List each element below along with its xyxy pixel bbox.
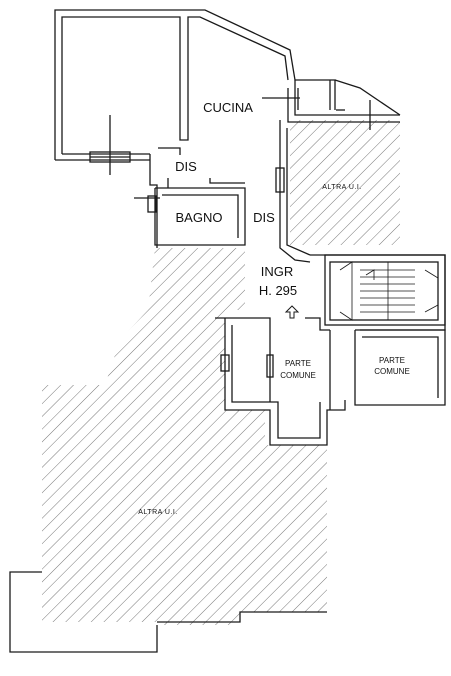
- wall-entrance-left: [215, 317, 271, 325]
- wall-bagno-inner: [162, 194, 239, 238]
- label-bagno: BAGNO: [176, 210, 223, 225]
- staircase-icon: [339, 261, 439, 321]
- label-altra-ui-top: ALTRA U.I.: [322, 184, 362, 191]
- label-height: H. 295: [259, 283, 297, 298]
- up-arrow-icon: [284, 305, 300, 319]
- corridor-window: [275, 167, 285, 193]
- label-parte-comune-1a: PARTE: [285, 359, 311, 368]
- wall-bottom-left: [9, 571, 158, 653]
- wall-pc1-outer: [224, 318, 346, 446]
- wall-bagno: [154, 187, 246, 246]
- wall-corridor-right: [279, 120, 311, 263]
- wall-pc2-inner: [362, 336, 439, 398]
- other-unit-top-right: [290, 120, 400, 245]
- wall-kitchen-right: [294, 80, 400, 116]
- wall-dis-mid: [209, 178, 245, 184]
- label-parte-comune-2b: COMUNE: [374, 367, 410, 376]
- label-dis-side: DIS: [253, 210, 275, 225]
- wall-dis-top: [158, 147, 181, 155]
- bagno-door: [147, 195, 157, 213]
- other-unit-bottom: [42, 248, 327, 625]
- wall-pc1-inner: [231, 325, 321, 439]
- wall-dis-left: [149, 154, 158, 248]
- wall-pc2: [354, 329, 446, 406]
- label-parte-comune-1b: COMUNE: [280, 371, 316, 380]
- label-parte-comune-2a: PARTE: [379, 356, 405, 365]
- wall-entrance-right: [305, 317, 330, 331]
- label-ingr: INGR: [261, 264, 294, 279]
- room-labels: CUCINA DIS BAGNO DIS INGR H. 295 PARTE C…: [138, 100, 410, 516]
- wall-outer-top-inner: [61, 16, 289, 154]
- hatched-other-units: [42, 120, 400, 625]
- wall-bottom-edge: [157, 611, 327, 623]
- walls: [9, 9, 446, 653]
- balcony-outline: [334, 79, 401, 116]
- label-dis-top: DIS: [175, 159, 197, 174]
- wall-kitchen-right-inner: [287, 88, 400, 123]
- pc1-door-left: [220, 354, 230, 372]
- label-altra-ui-bottom: ALTRA U.I.: [138, 509, 178, 516]
- stairs-box: [324, 254, 446, 326]
- wall-corridor-right-inner: [286, 128, 311, 256]
- label-cucina: CUCINA: [203, 100, 253, 115]
